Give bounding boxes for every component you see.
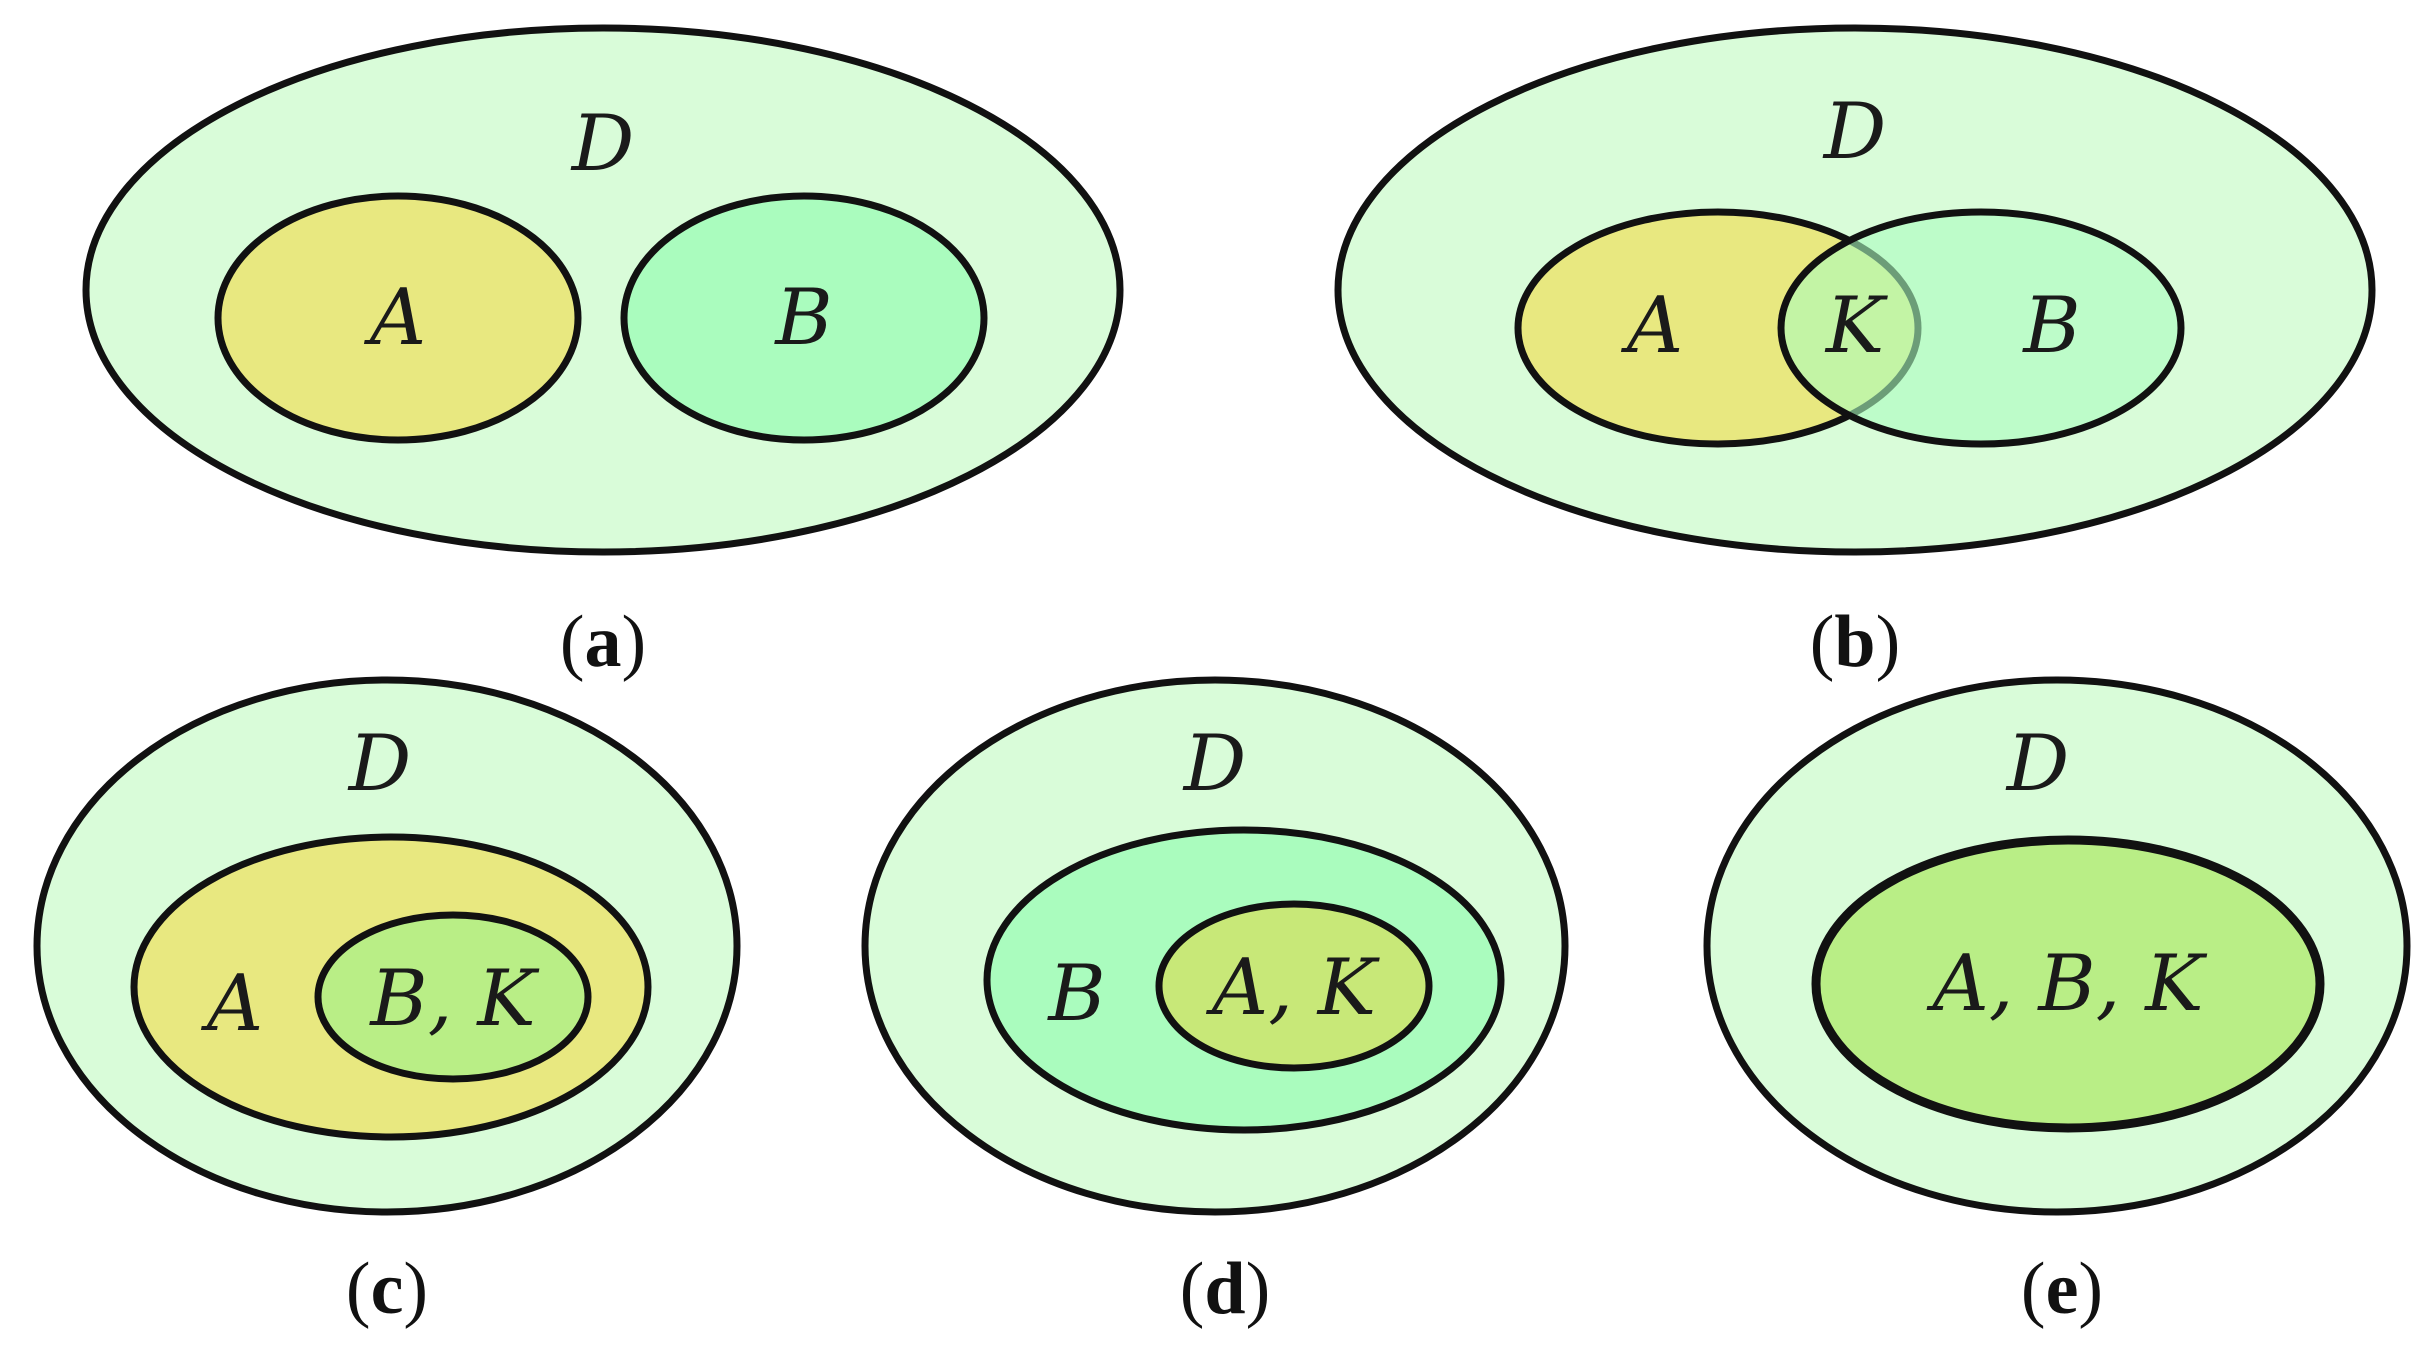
domain-label: D xyxy=(1182,719,1247,809)
inner-set-ellipse xyxy=(314,911,592,1083)
domain-label: D xyxy=(1822,87,1887,177)
panel-d: D B A, K (d) xyxy=(861,676,1569,1330)
panel-c: D A B, K (c) xyxy=(33,676,741,1330)
domain-label: D xyxy=(2005,719,2070,809)
equal-sets-ellipse xyxy=(1811,835,2325,1133)
set-b-label: B xyxy=(2021,281,2080,371)
set-b-ellipse xyxy=(1777,208,2185,448)
panel-caption: (b) xyxy=(1810,601,1900,683)
inner-set-ellipse xyxy=(1155,900,1433,1072)
domain-label: D xyxy=(347,719,412,809)
set-a-label: A xyxy=(364,273,426,363)
panel-a: D A B (a) xyxy=(82,24,1124,683)
panel-caption: (e) xyxy=(2021,1248,2103,1330)
panel-e: D A, B, K (e) xyxy=(1703,676,2411,1330)
outer-set-label: A xyxy=(201,959,263,1049)
inner-set-label: A, K xyxy=(1206,943,1381,1033)
inner-set-label: B, K xyxy=(368,954,540,1044)
set-b-ellipse xyxy=(620,192,988,444)
panel-caption: (a) xyxy=(560,601,646,683)
domain-label: D xyxy=(570,99,635,189)
intersection-label: K xyxy=(1824,281,1889,371)
equal-sets-label: A, B, K xyxy=(1926,939,2208,1029)
outer-set-label: B xyxy=(1046,949,1105,1039)
set-a-label: A xyxy=(1621,281,1683,371)
set-a-ellipse xyxy=(214,192,582,444)
set-b-label: B xyxy=(773,273,832,363)
panel-b: D A K B (b) xyxy=(1334,24,2376,683)
panel-caption: (c) xyxy=(346,1248,428,1330)
panel-caption: (d) xyxy=(1180,1248,1270,1330)
